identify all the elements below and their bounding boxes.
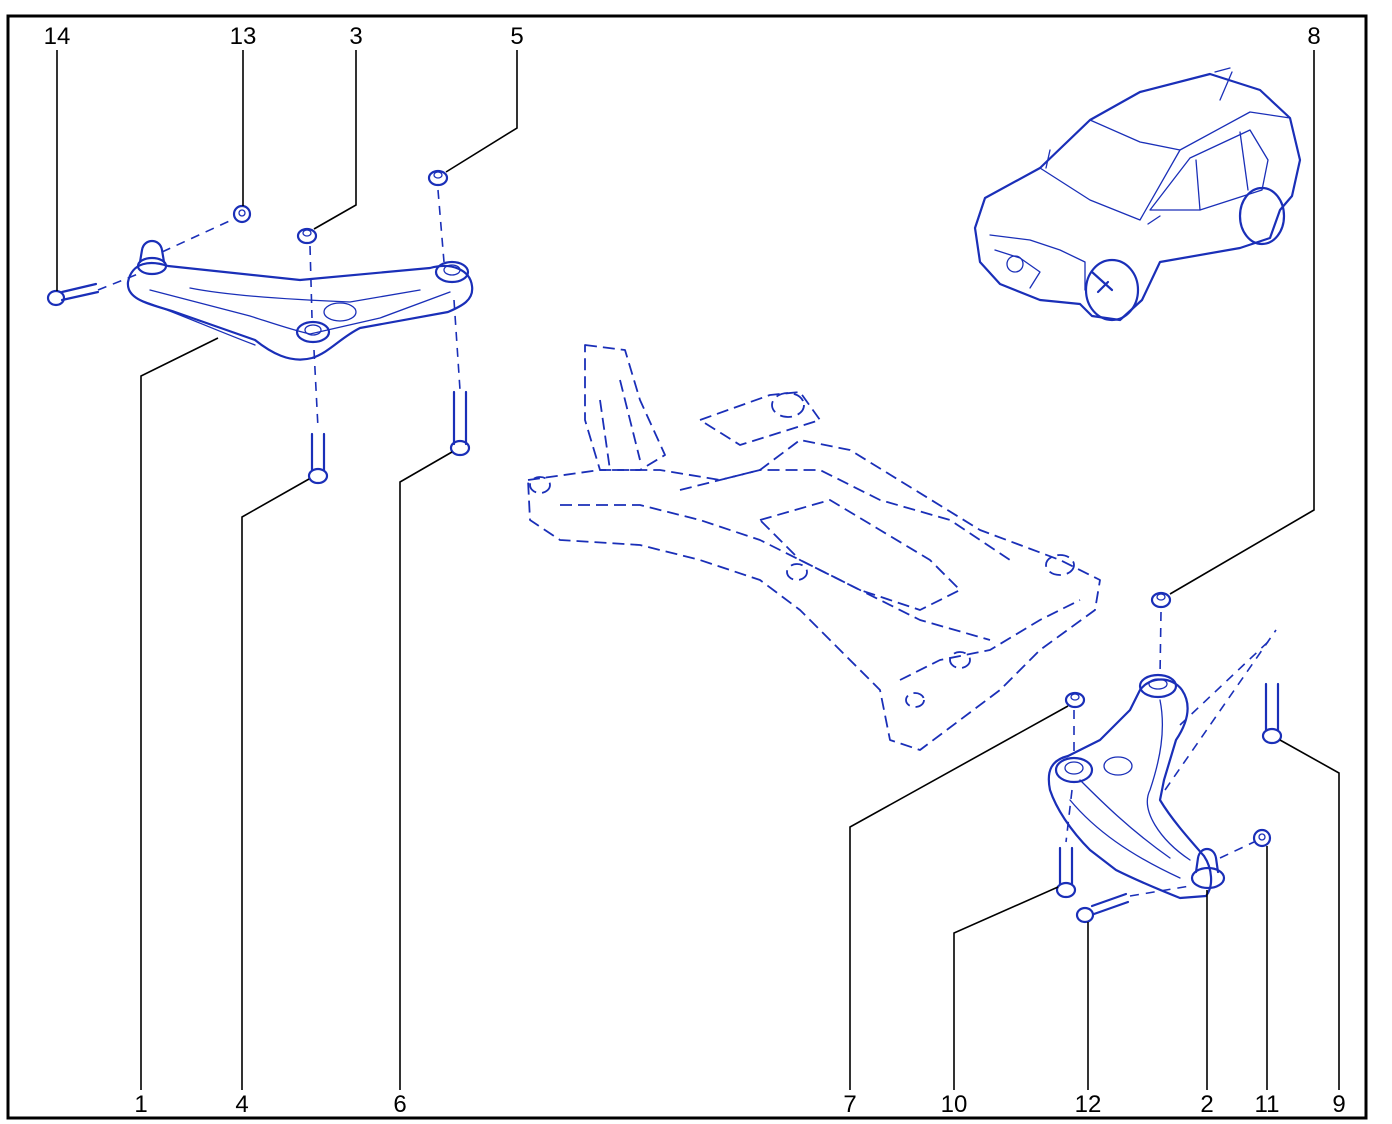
leader-4: [241, 478, 310, 1090]
line-art: [46, 67, 1302, 924]
front-subframe: [527, 344, 1101, 751]
callout-14: 14: [44, 23, 71, 50]
left-fasteners: [46, 169, 471, 485]
leader-10: [953, 886, 1059, 1090]
callout-12: 12: [1075, 1091, 1102, 1118]
callout-5: 5: [510, 23, 523, 50]
callout-10: 10: [941, 1091, 968, 1118]
leader-1: [140, 337, 219, 1090]
callout-leaders: [56, 50, 1340, 1090]
right-fasteners: [1055, 591, 1283, 924]
left-control-arm: [126, 239, 474, 361]
leader-9: [1279, 739, 1340, 1090]
callout-1: 1: [134, 1091, 147, 1118]
callout-2: 2: [1200, 1091, 1213, 1118]
callout-9: 9: [1332, 1091, 1345, 1118]
callout-7: 7: [843, 1091, 856, 1118]
leader-8: [1169, 50, 1315, 595]
callout-8: 8: [1307, 23, 1320, 50]
right-control-arm: [1047, 673, 1226, 900]
callout-11: 11: [1255, 1091, 1280, 1118]
callout-6: 6: [393, 1091, 406, 1118]
leader-7: [849, 705, 1069, 1090]
vehicle-locator: [973, 67, 1302, 322]
leader-3: [313, 50, 357, 230]
leader-6: [399, 451, 453, 1090]
callout-4: 4: [235, 1091, 248, 1118]
diagram-frame: [6, 14, 1368, 1120]
callout-13: 13: [230, 23, 257, 50]
leader-5: [445, 50, 518, 173]
callout-numbers: 14 13 3 5 8 1 4 6 7 10 12 2 11 9: [44, 23, 1346, 1118]
callout-3: 3: [349, 23, 362, 50]
